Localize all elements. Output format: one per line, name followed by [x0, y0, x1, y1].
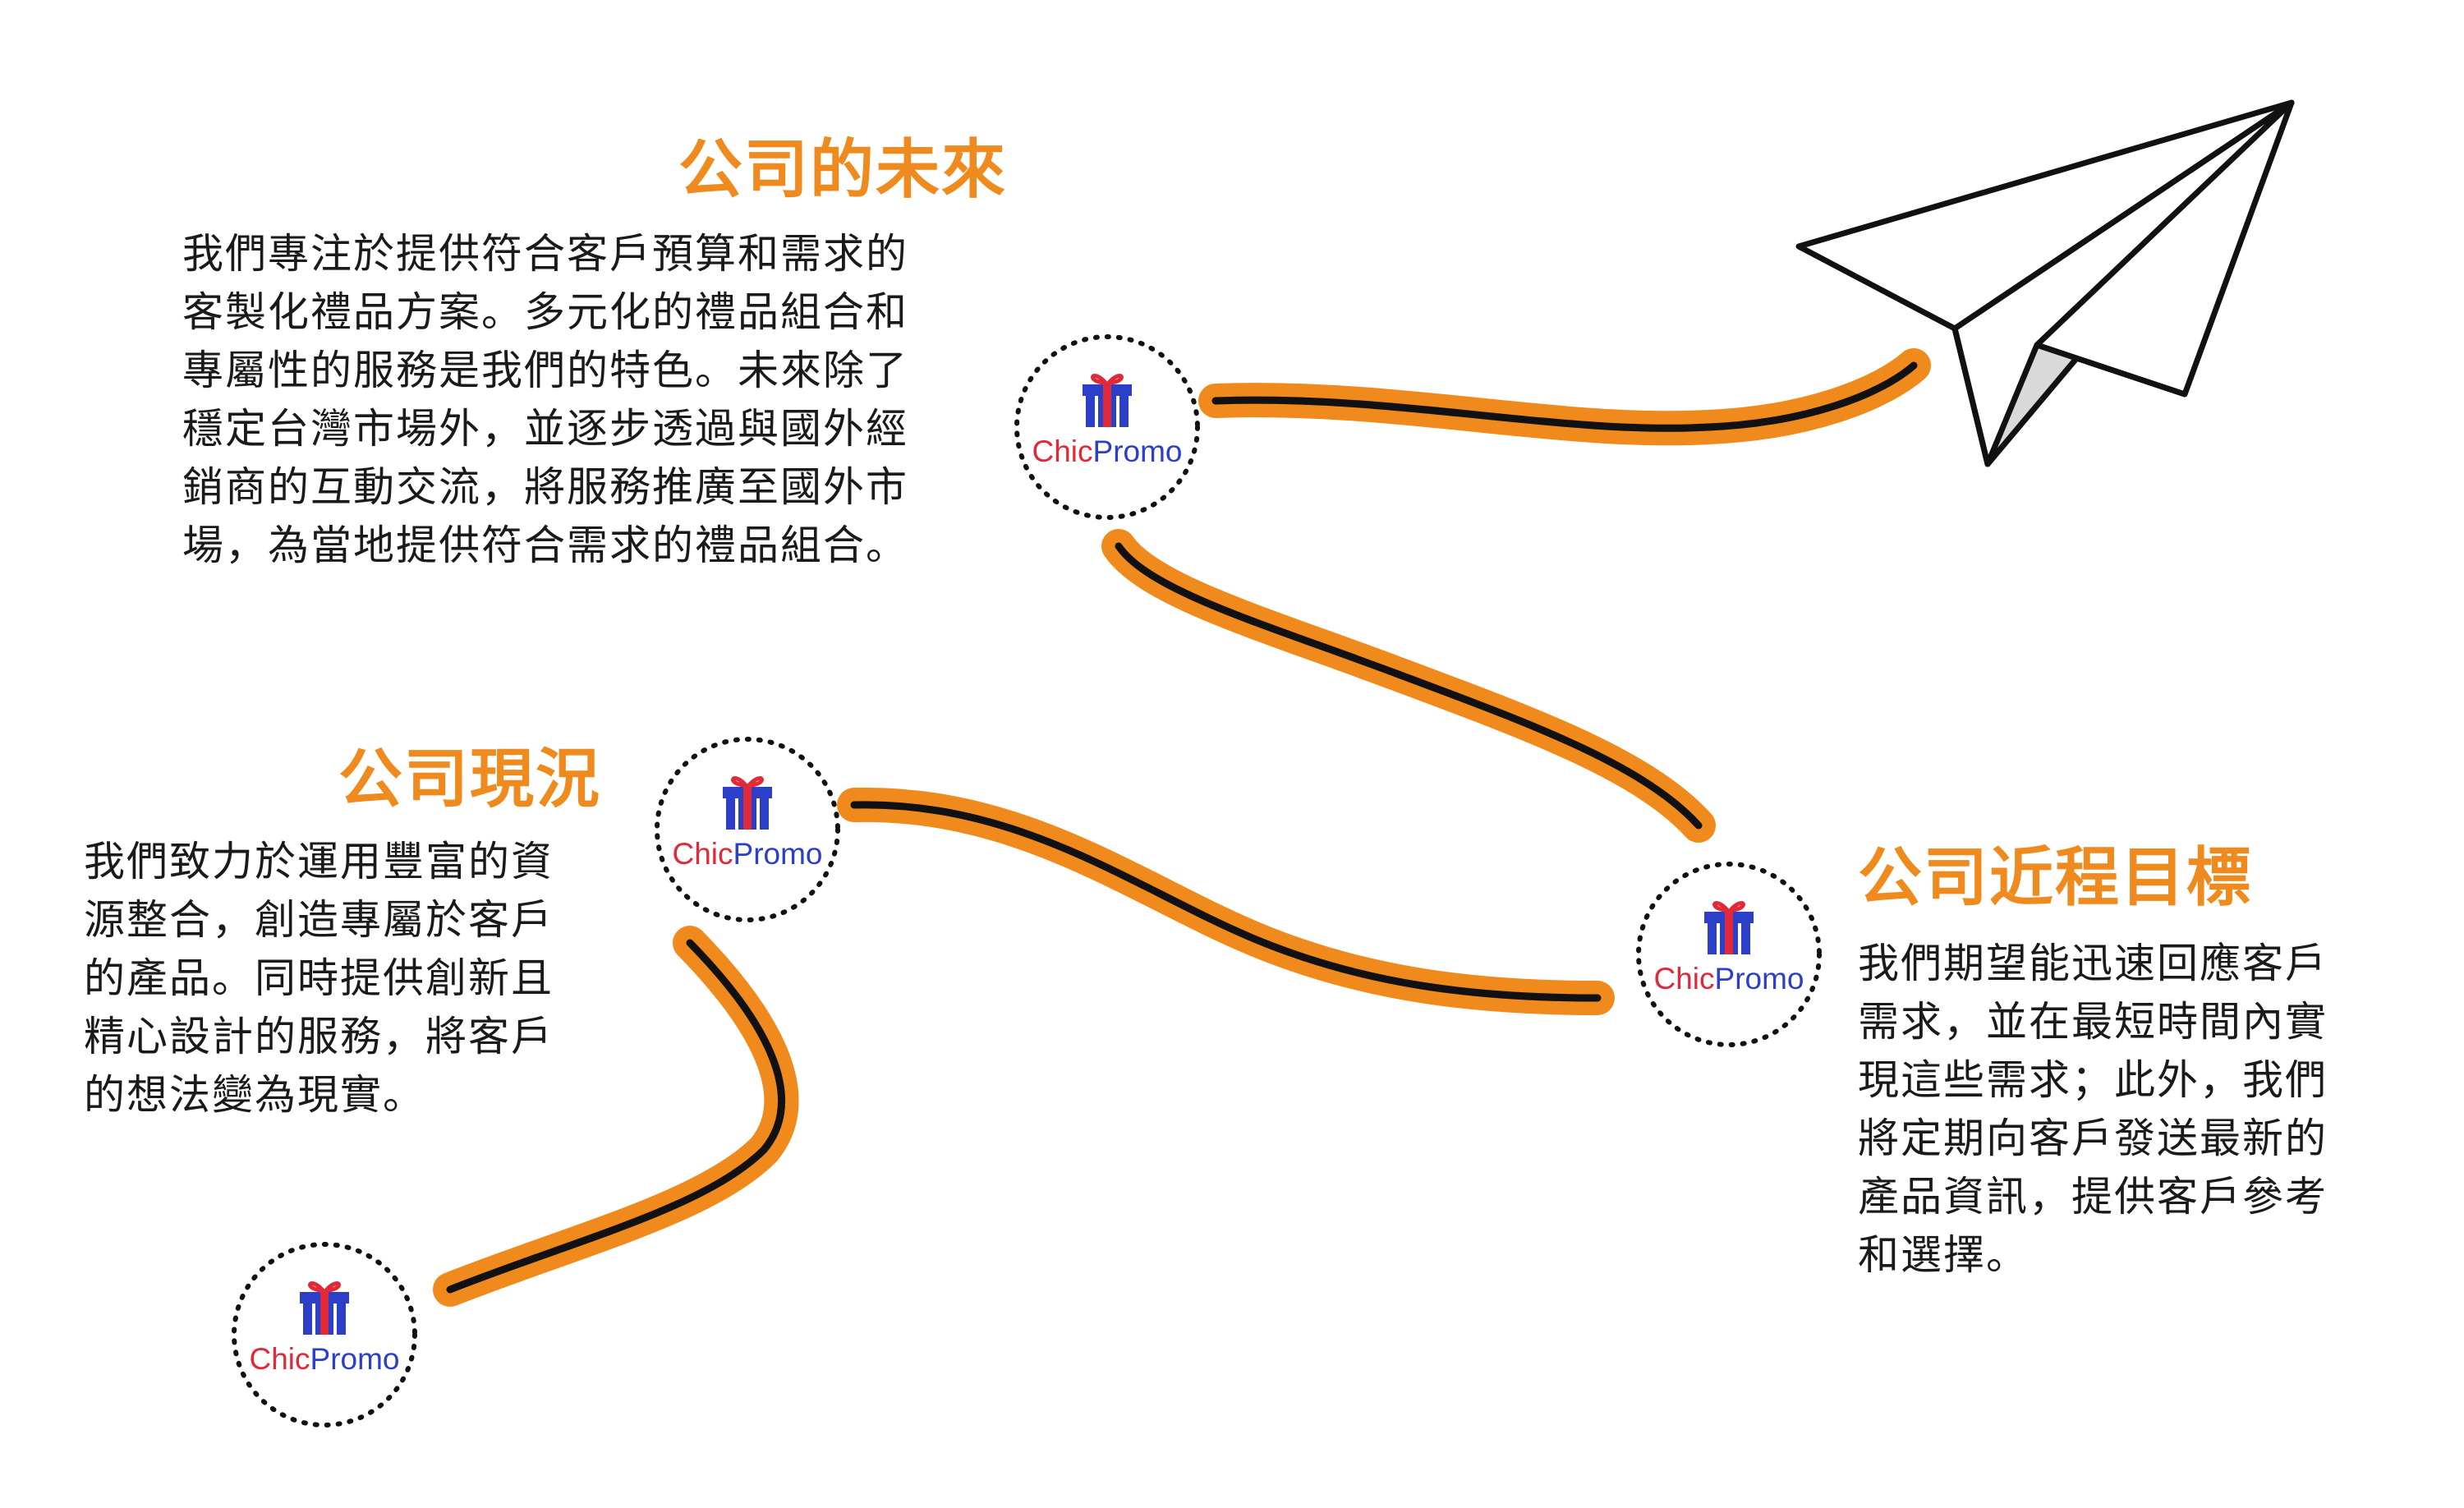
future-line: 我們專注於提供符合客戶預算和需求的 [182, 230, 908, 278]
future-line: 客製化禮品方案。多元化的禮品組合和 [182, 288, 908, 336]
near-goal-line: 需求，並在最短時間內實 [1858, 998, 2328, 1046]
future-line: 場，為當地提供符合需求的禮品組合。 [182, 522, 908, 569]
logo-circle-future: ChicPromo [1014, 334, 1200, 520]
svg-text:ChicPromo: ChicPromo [1032, 434, 1182, 468]
current-title: 公司現況 [338, 743, 602, 816]
brand-chic-text: Chic [1653, 962, 1714, 995]
svg-text:ChicPromo: ChicPromo [672, 837, 822, 871]
logo-circle-current: ChicPromo [655, 737, 840, 922]
near-goal-line: 產品資訊，提供客戶參考 [1858, 1173, 2328, 1221]
current-description: 我們致力於運用豐富的資 源整合，創造專屬於客戶 的產品。同時提供創新且 精心設計… [84, 833, 554, 1124]
brand-chic-text: Chic [249, 1342, 310, 1376]
near-goal-line: 和選擇。 [1858, 1231, 2029, 1279]
brand-promo-text: Promo [733, 837, 823, 871]
paper-plane-icon [1795, 99, 2295, 467]
path-segment-1 [433, 926, 799, 1307]
logo-circle-near-goal: ChicPromo [1636, 862, 1822, 1047]
svg-text:ChicPromo: ChicPromo [1653, 962, 1804, 995]
future-line: 銷商的互動交流，將服務推廣至國外市 [182, 463, 908, 511]
brand-promo-text: Promo [1715, 962, 1804, 995]
future-line: 專屬性的服務是我們的特色。未來除了 [182, 347, 908, 394]
svg-text:ChicPromo: ChicPromo [249, 1342, 399, 1376]
current-line: 源整合，創造專屬於客戶 [84, 896, 554, 944]
future-line: 穩定台灣市場外，並逐步透過與國外經 [182, 405, 908, 453]
current-line: 的想法變為現實。 [84, 1071, 425, 1119]
logo-circle-start: ChicPromo [232, 1242, 417, 1428]
near-goal-description: 我們期望能迅速回應客戶 需求，並在最短時間內實 現這些需求；此外，我們 將定期向… [1858, 935, 2328, 1285]
path-segment-3 [1101, 529, 1716, 843]
current-line: 精心設計的服務，將客戶 [84, 1013, 554, 1060]
near-goal-line: 現這些需求；此外，我們 [1858, 1056, 2328, 1104]
path-segment-2 [837, 787, 1615, 1015]
brand-chic-text: Chic [672, 837, 733, 871]
near-goal-line: 我們期望能迅速回應客戶 [1858, 940, 2328, 987]
brand-promo-text: Promo [1093, 434, 1183, 468]
future-description: 我們專注於提供符合客戶預算和需求的 客製化禮品方案。多元化的禮品組合和 專屬性的… [182, 225, 908, 575]
path-segment-4 [1198, 348, 1931, 446]
future-title: 公司的未來 [678, 133, 1008, 207]
near-goal-line: 將定期向客戶發送最新的 [1858, 1115, 2328, 1162]
near-goal-title: 公司近程目標 [1858, 841, 2253, 915]
brand-promo-text: Promo [310, 1342, 400, 1376]
current-line: 的產品。同時提供創新且 [84, 954, 554, 1002]
brand-chic-text: Chic [1032, 434, 1092, 468]
current-line: 我們致力於運用豐富的資 [84, 838, 554, 885]
